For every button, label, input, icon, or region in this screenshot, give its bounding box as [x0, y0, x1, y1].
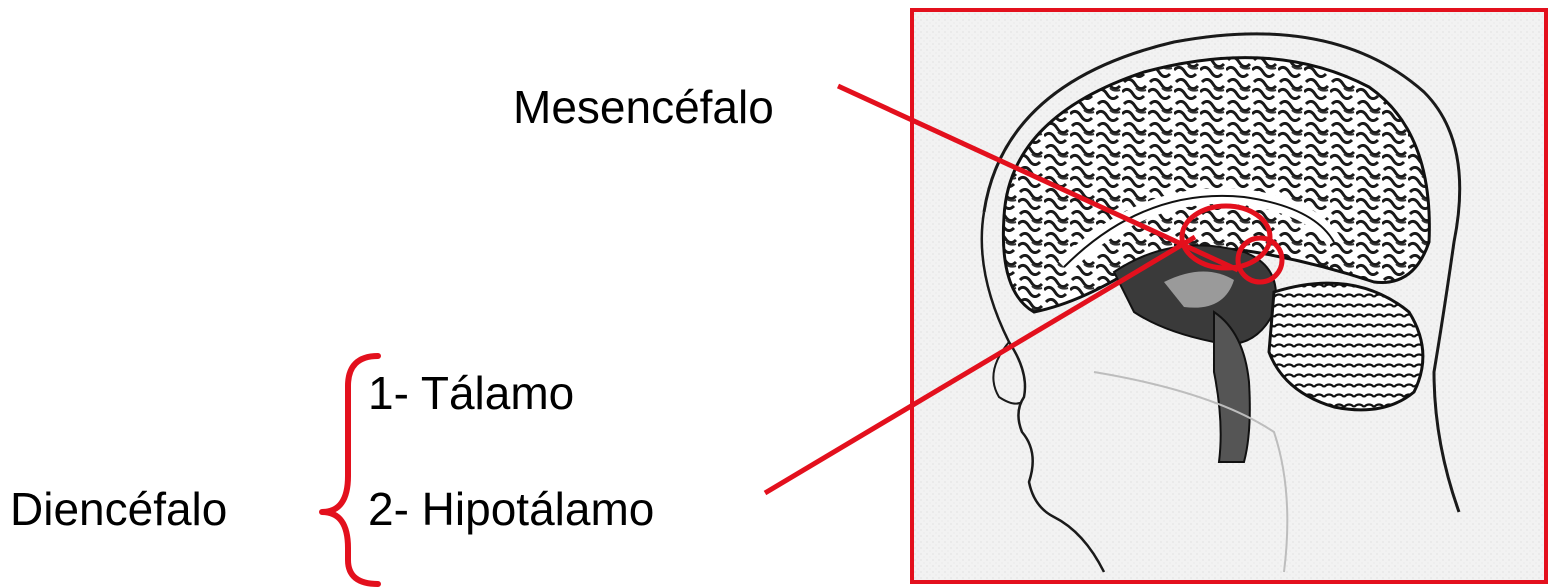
mesencefalo-label: Mesencéfalo: [513, 84, 774, 130]
brain-illustration: [914, 12, 1544, 580]
hipotalamo-label: 2- Hipotálamo: [368, 486, 654, 532]
talamo-label: 1- Tálamo: [368, 370, 574, 416]
diencefalo-label: Diencéfalo: [10, 486, 227, 532]
brain-illustration-frame: [910, 8, 1548, 584]
